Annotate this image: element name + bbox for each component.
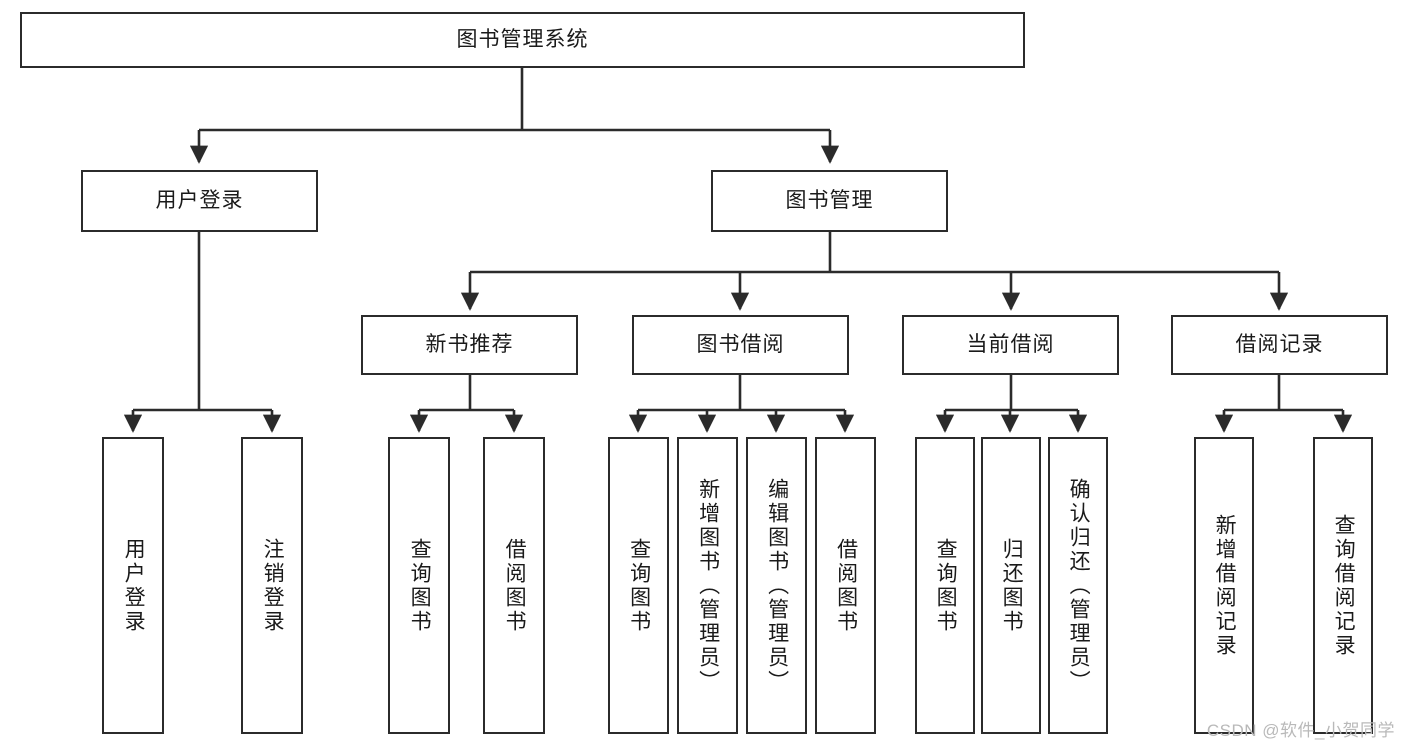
leaf-label: 借阅图书 — [834, 537, 858, 634]
watermark-text: CSDN @软件_小贺同学 — [1206, 721, 1395, 740]
leaf-label: 查询图书 — [627, 537, 651, 634]
node-label: 借阅记录 — [1235, 332, 1324, 356]
leaf-user-login-login[interactable]: 用户登录 — [102, 437, 164, 734]
node-label: 图书管理 — [785, 188, 874, 212]
leaf-new-book-query-book[interactable]: 查询图书 — [388, 437, 450, 734]
leaf-book-borrow-borrow-book[interactable]: 借阅图书 — [815, 437, 876, 734]
leaf-label: 编辑图书（管理员） — [765, 477, 789, 694]
leaf-user-login-logout[interactable]: 注销登录 — [241, 437, 303, 734]
leaf-new-book-borrow-book[interactable]: 借阅图书 — [483, 437, 545, 734]
leaf-label: 归还图书 — [1000, 537, 1024, 634]
leaf-label: 新增借阅记录 — [1213, 513, 1237, 658]
leaf-label: 查询图书 — [408, 537, 432, 634]
node-label: 用户登录 — [155, 188, 244, 212]
node-current-borrow[interactable]: 当前借阅 — [902, 315, 1119, 375]
node-label: 图书管理系统 — [456, 27, 589, 51]
leaf-current-borrow-return-book[interactable]: 归还图书 — [981, 437, 1041, 734]
leaf-label: 注销登录 — [261, 537, 285, 634]
leaf-current-borrow-confirm-return-admin[interactable]: 确认归还（管理员） — [1048, 437, 1108, 734]
node-label: 当前借阅 — [966, 332, 1055, 356]
leaf-book-borrow-edit-book-admin[interactable]: 编辑图书（管理员） — [746, 437, 807, 734]
leaf-borrow-record-query-record[interactable]: 查询借阅记录 — [1313, 437, 1373, 734]
leaf-book-borrow-add-book-admin[interactable]: 新增图书（管理员） — [677, 437, 738, 734]
leaf-label: 新增图书（管理员） — [696, 477, 720, 694]
node-borrow-record[interactable]: 借阅记录 — [1171, 315, 1388, 375]
node-root-book-management-system[interactable]: 图书管理系统 — [20, 12, 1025, 68]
node-label: 新书推荐 — [425, 332, 514, 356]
leaf-book-borrow-query-book[interactable]: 查询图书 — [608, 437, 669, 734]
leaf-label: 用户登录 — [122, 537, 146, 634]
leaf-current-borrow-query-book[interactable]: 查询图书 — [915, 437, 975, 734]
node-book-management[interactable]: 图书管理 — [711, 170, 948, 232]
leaf-label: 确认归还（管理员） — [1067, 477, 1091, 694]
node-new-book-recommend[interactable]: 新书推荐 — [361, 315, 578, 375]
leaf-borrow-record-add-record[interactable]: 新增借阅记录 — [1194, 437, 1254, 734]
node-user-login[interactable]: 用户登录 — [81, 170, 318, 232]
leaf-label: 借阅图书 — [503, 537, 527, 634]
leaf-label: 查询图书 — [934, 537, 958, 634]
leaf-label: 查询借阅记录 — [1332, 513, 1356, 658]
node-book-borrow[interactable]: 图书借阅 — [632, 315, 849, 375]
node-label: 图书借阅 — [696, 332, 785, 356]
